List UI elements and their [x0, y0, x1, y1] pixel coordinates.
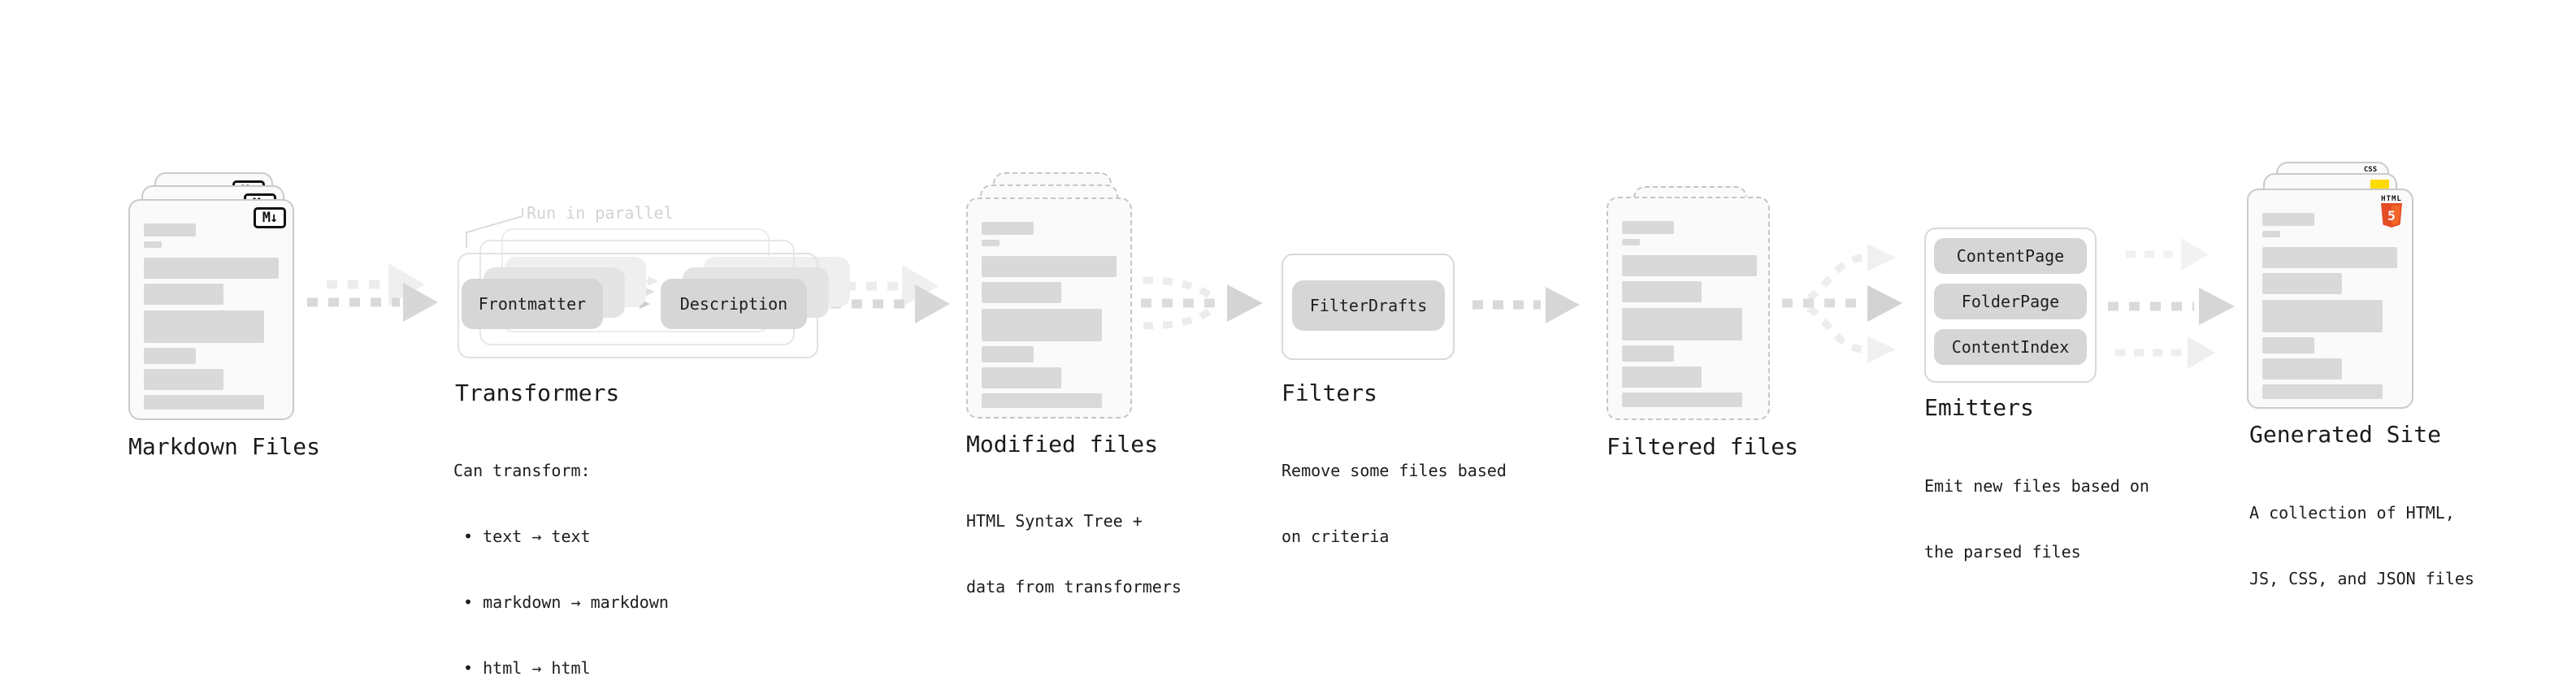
sub-line: on criteria	[1281, 527, 1390, 546]
placeholder-bar	[144, 348, 196, 364]
placeholder-bar	[144, 241, 162, 248]
placeholder-bar	[982, 393, 1102, 408]
sub-line: Remove some files based	[1281, 461, 1507, 480]
stage-label-markdown-files: Markdown Files	[128, 433, 321, 460]
sub-line: • text → text	[453, 527, 591, 546]
pill-label: Description	[679, 294, 788, 314]
filtered-sheet-front	[1607, 197, 1770, 420]
sub-line: • markdown → markdown	[453, 592, 669, 612]
placeholder-bar	[982, 309, 1102, 341]
transformer-pill-frontmatter: Frontmatter	[462, 279, 603, 329]
placeholder-bar	[144, 258, 279, 279]
transformer-frame-front	[458, 253, 818, 358]
sub-line: A collection of HTML,	[2249, 503, 2455, 523]
html5-icon-number: 5	[2387, 208, 2396, 223]
pill-label: FolderPage	[1961, 292, 2060, 311]
stage-label-modified-files: Modified files	[966, 431, 1159, 458]
placeholder-bar	[982, 367, 1061, 388]
emitter-pill-contentindex: ContentIndex	[1934, 329, 2087, 365]
stage-sub-generated-site: A collection of HTML, JS, CSS, and JSON …	[2249, 458, 2474, 634]
pill-label: ContentPage	[1956, 246, 2065, 266]
pill-label: Frontmatter	[478, 294, 587, 314]
arrow-markdown-to-transformers-icon	[307, 263, 438, 322]
doc-content-placeholder	[2262, 213, 2397, 399]
placeholder-bar	[1622, 345, 1674, 362]
placeholder-bar	[982, 240, 1000, 246]
stage-sub-transformers: Can transform: • text → text • markdown …	[453, 416, 669, 681]
doc-content-placeholder	[144, 223, 279, 410]
emitter-pill-folderpage: FolderPage	[1934, 284, 2087, 319]
sub-line: the parsed files	[1924, 542, 2081, 562]
stage-sub-emitters: Emit new files based on the parsed files	[1924, 432, 2149, 607]
stage-sub-modified-files: HTML Syntax Tree + data from transformer…	[966, 466, 1182, 642]
placeholder-bar	[1622, 255, 1757, 276]
placeholder-bar	[1622, 393, 1742, 407]
placeholder-bar	[1622, 308, 1742, 340]
placeholder-bar	[1622, 367, 1702, 388]
arrow-filtered-to-emitters-icon	[1782, 244, 1902, 363]
pill-label: ContentIndex	[1951, 337, 2070, 357]
doc-content-placeholder	[982, 222, 1117, 408]
html5-icon-label: HTML	[2381, 195, 2402, 203]
placeholder-bar	[144, 223, 196, 236]
arrow-emitters-to-generated-icon	[2108, 238, 2235, 369]
placeholder-bar	[2262, 273, 2342, 294]
html5-shield-icon: 5	[2381, 203, 2402, 228]
sub-line: Can transform:	[453, 461, 591, 480]
placeholder-bar	[2262, 213, 2314, 226]
placeholder-bar	[982, 346, 1034, 362]
stage-sub-filters: Remove some files based on criteria	[1281, 416, 1507, 592]
placeholder-bar	[1622, 281, 1702, 302]
doc-content-placeholder	[1622, 221, 1757, 407]
arrow-modified-to-filters-icon	[1141, 276, 1263, 330]
placeholder-bar	[982, 222, 1034, 235]
sub-line: • html → html	[453, 658, 591, 678]
modified-sheet-front	[966, 197, 1132, 419]
placeholder-bar	[1622, 221, 1674, 234]
placeholder-bar	[144, 395, 264, 410]
stage-label-generated-site: Generated Site	[2249, 421, 2442, 448]
css-icon-label: CSS	[2363, 166, 2378, 174]
sub-line: data from transformers	[966, 577, 1182, 596]
placeholder-bar	[144, 284, 223, 305]
placeholder-bar	[2262, 300, 2383, 332]
stage-label-filters: Filters	[1281, 380, 1378, 406]
placeholder-bar	[2262, 247, 2397, 268]
generated-sheet-html: HTML 5	[2247, 189, 2413, 409]
stage-label-transformers: Transformers	[455, 380, 620, 406]
sub-line: JS, CSS, and JSON files	[2249, 569, 2474, 588]
placeholder-bar	[2262, 358, 2342, 380]
placeholder-bar	[2262, 384, 2383, 399]
javascript-icon	[2370, 180, 2389, 191]
markdown-icon: M↓	[254, 207, 286, 228]
emitter-pill-contentpage: ContentPage	[1934, 238, 2087, 274]
pill-label: FilterDrafts	[1309, 296, 1428, 315]
placeholder-bar	[2262, 231, 2280, 237]
arrow-filters-to-filtered-icon	[1472, 287, 1580, 323]
markdown-icon-glyph: M↓	[262, 210, 279, 226]
transformer-pill-description: Description	[661, 279, 807, 329]
stage-label-filtered-files: Filtered files	[1607, 433, 1799, 460]
filter-pill-filterdrafts: FilterDrafts	[1292, 280, 1445, 331]
html5-icon: HTML 5	[2379, 195, 2404, 231]
sub-line: Emit new files based on	[1924, 476, 2149, 496]
placeholder-bar	[1622, 239, 1640, 245]
markdown-sheet-front: M↓	[128, 199, 294, 420]
placeholder-bar	[2262, 337, 2314, 354]
placeholder-bar	[982, 256, 1117, 277]
placeholder-bar	[144, 369, 223, 390]
run-in-parallel-annotation: Run in parallel	[527, 203, 674, 223]
placeholder-bar	[144, 310, 264, 343]
sub-line: HTML Syntax Tree +	[966, 511, 1143, 531]
stage-label-emitters: Emitters	[1924, 394, 2034, 421]
placeholder-bar	[982, 282, 1061, 303]
